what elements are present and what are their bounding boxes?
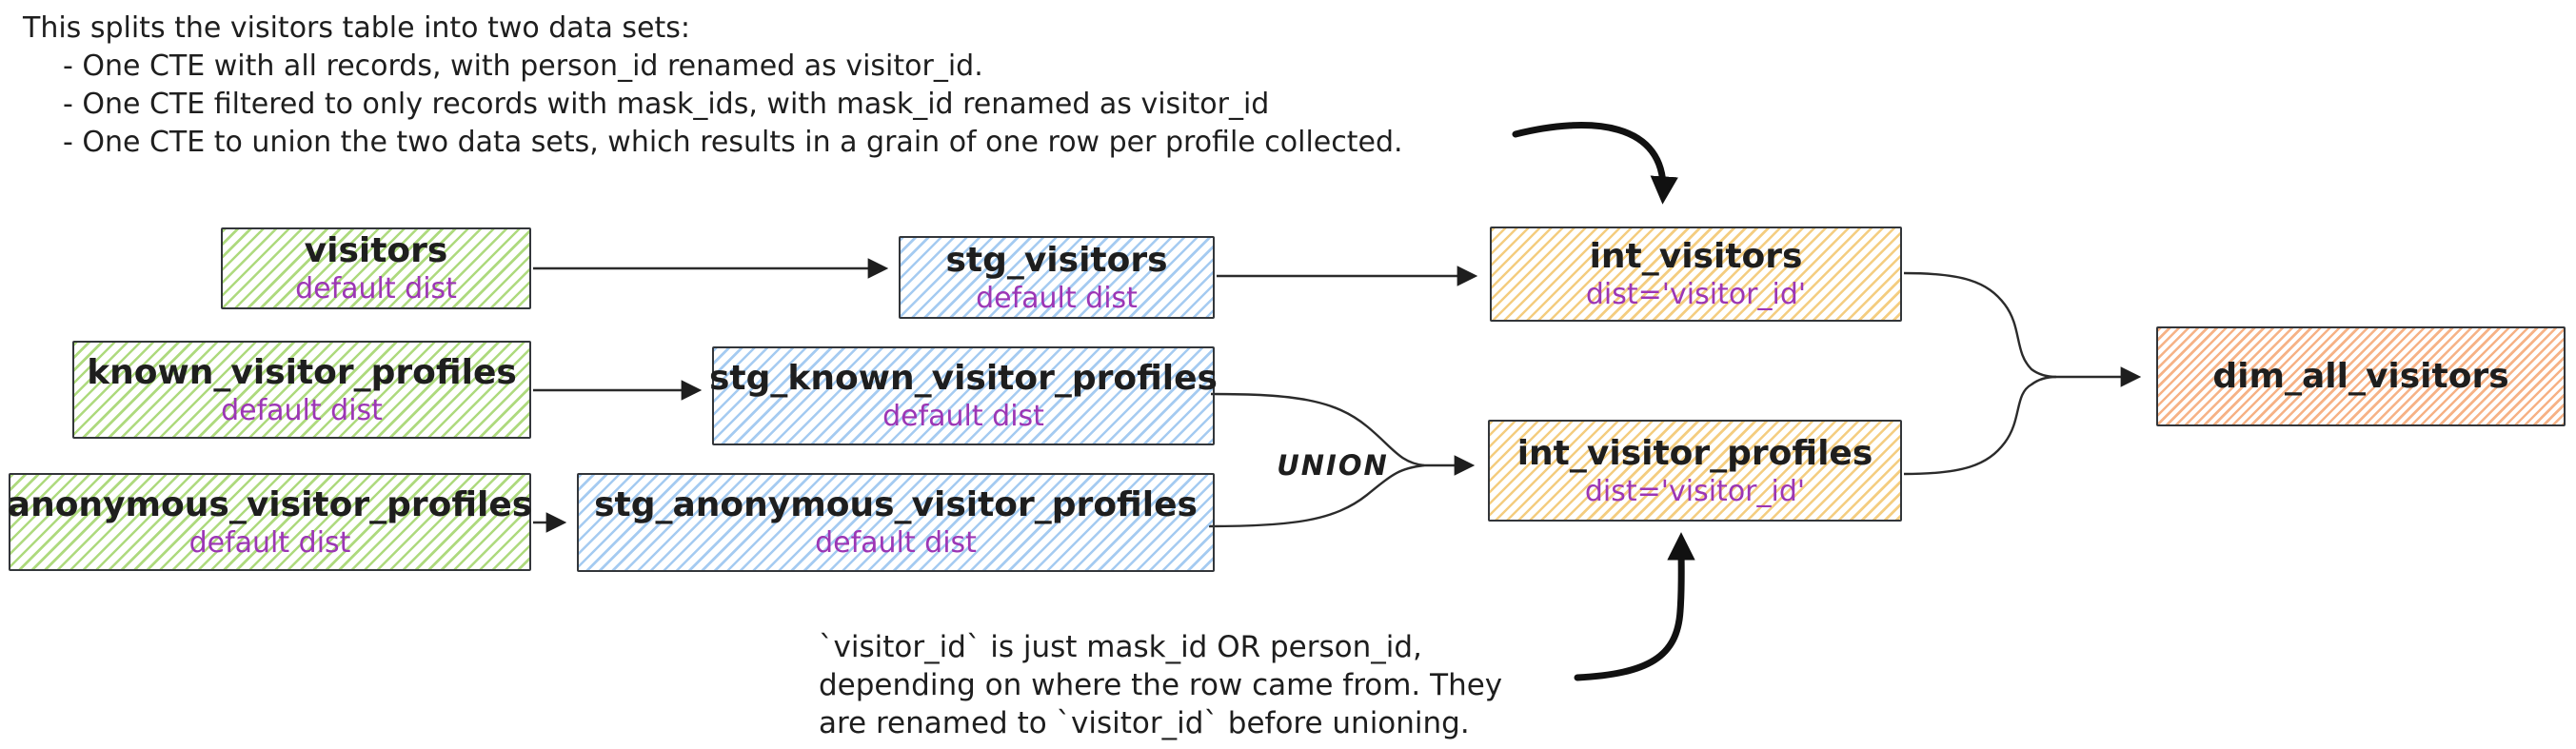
union-edge-label: UNION: [1277, 449, 1389, 482]
node-title: stg_known_visitor_profiles: [709, 359, 1218, 398]
node-dist-subtitle: default dist: [976, 281, 1138, 315]
top-annotation-intro: This splits the visitors table into two …: [23, 11, 690, 45]
node-stg-known-visitor-profiles: stg_known_visitor_profiles default dist: [709, 346, 1218, 445]
node-stg-visitors: stg_visitors default dist: [899, 236, 1215, 319]
node-title: visitors: [304, 231, 448, 270]
node-dist-subtitle: default dist: [295, 272, 457, 306]
node-title: dim_all_visitors: [2212, 357, 2509, 396]
node-title: int_visitor_profiles: [1516, 433, 1873, 473]
node-title: known_visitor_profiles: [87, 352, 517, 392]
bottom-annotation-line: are renamed to `visitor_id` before union…: [819, 706, 1470, 740]
node-title: int_visitors: [1589, 237, 1803, 276]
node-dim-all-visitors: dim_all_visitors: [2156, 326, 2566, 426]
bottom-annotation-line: `visitor_id` is just mask_id OR person_i…: [819, 630, 1422, 664]
node-anonymous-visitor-profiles: anonymous_visitor_profiles default dist: [7, 473, 533, 571]
node-title: stg_anonymous_visitor_profiles: [594, 485, 1198, 524]
bottom-annotation: `visitor_id` is just mask_id OR person_i…: [819, 628, 1503, 742]
node-dist-subtitle: dist='visitor_id': [1585, 278, 1807, 311]
top-annotation-bullet: - One CTE filtered to only records with …: [63, 88, 1270, 121]
top-annotation-bullet: - One CTE to union the two data sets, wh…: [63, 126, 1403, 159]
node-int-visitor-profiles: int_visitor_profiles dist='visitor_id': [1488, 420, 1902, 522]
node-stg-anonymous-visitor-profiles: stg_anonymous_visitor_profiles default d…: [577, 473, 1215, 572]
node-visitors: visitors default dist: [221, 227, 531, 309]
node-dist-subtitle: default dist: [221, 393, 383, 427]
top-annotation: This splits the visitors table into two …: [23, 10, 1403, 162]
node-title: stg_visitors: [945, 240, 1168, 280]
edge-int-profiles-to-merge: [1903, 375, 2057, 476]
annotation-arrow-top: [1512, 122, 1678, 205]
top-annotation-bullet: - One CTE with all records, with person_…: [63, 49, 983, 83]
node-known-visitor-profiles: known_visitor_profiles default dist: [72, 341, 531, 439]
annotation-arrow-bottom: [1574, 532, 1695, 681]
node-dist-subtitle: dist='visitor_id': [1584, 474, 1806, 508]
node-dist-subtitle: default dist: [882, 400, 1044, 433]
edge-int-visitors-to-merge: [1903, 271, 2057, 379]
node-title: anonymous_visitor_profiles: [7, 484, 533, 524]
node-dist-subtitle: default dist: [188, 525, 351, 560]
node-dist-subtitle: default dist: [815, 526, 977, 560]
bottom-annotation-line: depending on where the row came from. Th…: [819, 668, 1503, 702]
node-int-visitors: int_visitors dist='visitor_id': [1490, 227, 1902, 322]
